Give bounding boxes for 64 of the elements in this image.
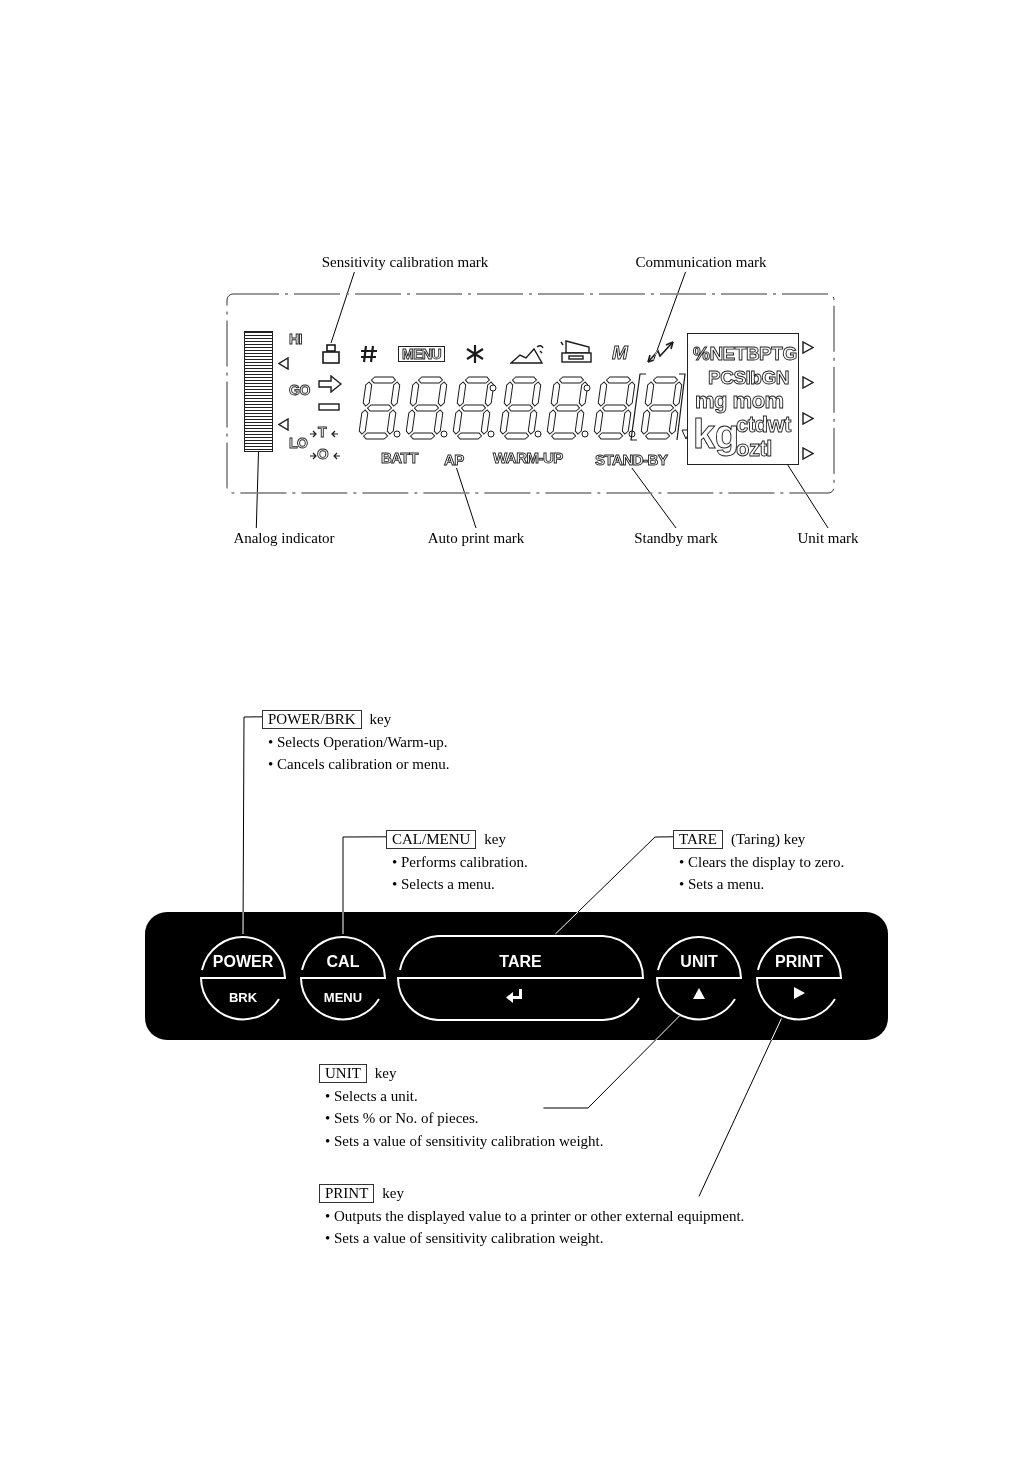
callout-label: Communication mark bbox=[635, 254, 767, 270]
leader-line bbox=[342, 836, 387, 935]
bullet-text: • Selects Operation/Warm-up. bbox=[268, 732, 448, 752]
key-caption: key bbox=[484, 830, 506, 849]
key-button: CAL MENU bbox=[299, 934, 387, 1022]
key-button: UNIT bbox=[655, 934, 743, 1022]
bullet-text: • Performs calibration. bbox=[392, 852, 528, 872]
key-name-box: TARE bbox=[673, 829, 723, 849]
lcd-indicator-text: AP bbox=[444, 451, 464, 467]
lcd-panel bbox=[226, 293, 835, 494]
callout-label: Unit mark bbox=[797, 530, 859, 546]
lcd-indicator-text: GO bbox=[289, 383, 310, 397]
key-caption: (Taring) key bbox=[730, 830, 806, 849]
unit-text: oztl bbox=[736, 438, 772, 460]
key-caption: key bbox=[369, 710, 392, 729]
key-caption: key bbox=[374, 1064, 397, 1083]
key-name-box: UNIT bbox=[319, 1063, 367, 1083]
lcd-indicator-text: T bbox=[318, 425, 327, 439]
lcd-indicator-text: WARM-UP bbox=[493, 450, 563, 465]
leader-line bbox=[554, 836, 674, 935]
lcd-indicator-text: M bbox=[612, 343, 628, 362]
unit-box bbox=[687, 333, 799, 465]
keypad-panel bbox=[145, 912, 888, 1040]
unit-text: PCSlbGN bbox=[708, 368, 789, 387]
leader-line bbox=[698, 1018, 782, 1197]
leader-line bbox=[787, 464, 829, 529]
lcd-indicator-text: MENU bbox=[398, 346, 446, 362]
leader-line bbox=[242, 716, 263, 935]
callout-label: Auto print mark bbox=[427, 530, 525, 546]
bullet-text: • Outputs the displayed value to a printer or other external equipment. bbox=[325, 1206, 745, 1226]
bullet-text: • Sets % or No. of pieces. bbox=[325, 1109, 479, 1128]
lcd-indicator-text: O bbox=[317, 446, 329, 461]
leader-line bbox=[631, 467, 677, 529]
key-name-box: PRINT bbox=[319, 1183, 375, 1203]
bullet-text: • Sets a menu. bbox=[679, 875, 765, 894]
lcd-indicator-text: LO bbox=[289, 436, 308, 450]
leader-line bbox=[330, 271, 355, 344]
leader-line bbox=[456, 467, 477, 529]
key-button: TARE bbox=[396, 934, 645, 1022]
bullet-text: • Selects a menu. bbox=[392, 875, 495, 894]
key-name-box: CAL/MENU bbox=[386, 829, 477, 849]
lcd-indicator-text: BATT bbox=[381, 450, 418, 465]
analog-bar bbox=[244, 331, 273, 452]
unit-text: %NETBPTG bbox=[693, 344, 797, 363]
bullet-text: • Cancels calibration or menu. bbox=[268, 755, 450, 774]
callout-label: Standby mark bbox=[634, 530, 718, 546]
callout-label: Sensitivity calibration mark bbox=[321, 254, 489, 270]
bullet-text: • Sets a value of sensitivity calibration weight. bbox=[325, 1131, 604, 1151]
unit-text: ctdwt bbox=[736, 414, 791, 436]
key-caption: key bbox=[382, 1184, 404, 1203]
callout-label: Analog indicator bbox=[233, 530, 335, 546]
leader-line bbox=[542, 1015, 681, 1109]
unit-text: mg mom bbox=[695, 390, 784, 412]
key-button: PRINT bbox=[755, 934, 843, 1022]
leader-line bbox=[653, 271, 686, 361]
zigzag-arrow-icon bbox=[646, 339, 676, 364]
weight-icon bbox=[321, 343, 341, 365]
key-button: POWER BRK bbox=[199, 934, 287, 1022]
key-name-box: POWER/BRK bbox=[262, 709, 362, 729]
bullet-text: • Sets a value of sensitivity calibration weight. bbox=[325, 1229, 604, 1248]
bullet-text: • Selects a unit. bbox=[325, 1086, 418, 1106]
lcd-indicator-text: HI bbox=[289, 332, 302, 346]
bullet-text: • Clears the display to zero. bbox=[679, 852, 845, 872]
leader-line bbox=[255, 451, 259, 529]
